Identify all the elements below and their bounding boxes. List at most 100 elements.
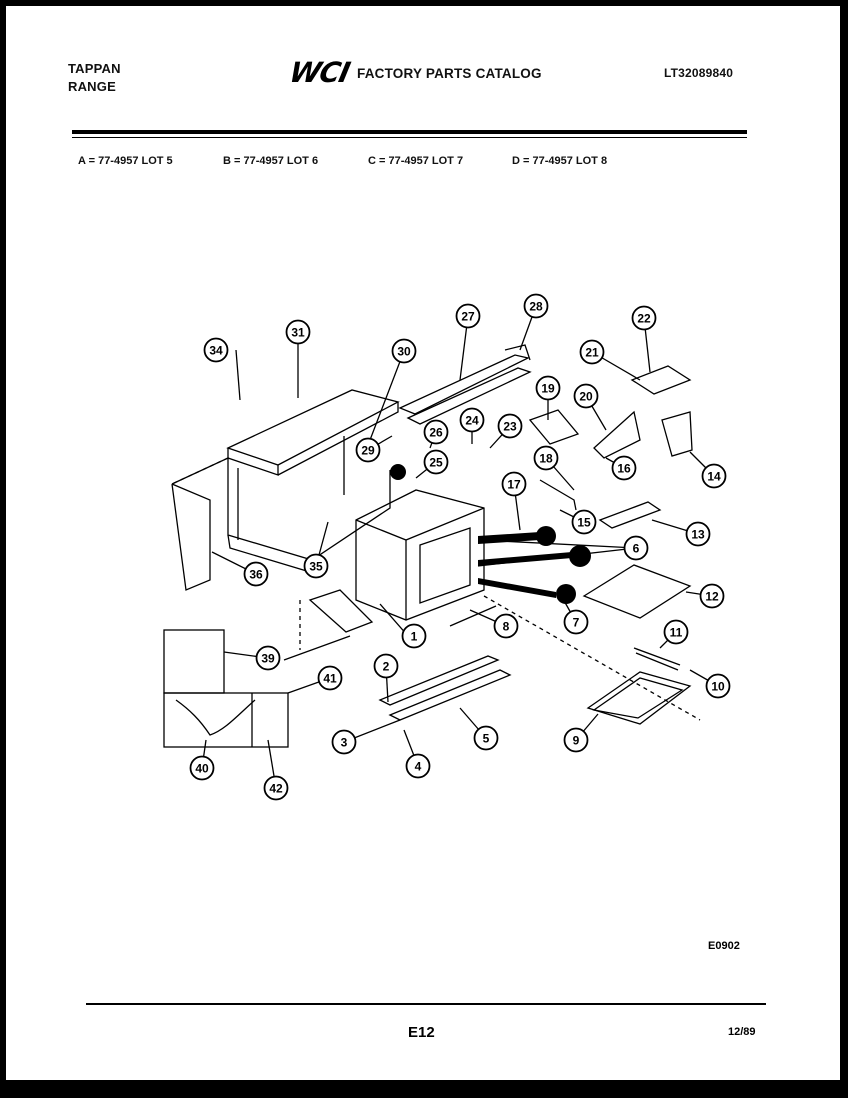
callout-number: 25	[429, 456, 443, 470]
page-number: E12	[408, 1024, 435, 1041]
part-callout-18: 18	[533, 445, 559, 471]
callout-circle	[423, 449, 449, 475]
part-callout-19: 19	[535, 375, 561, 401]
callout-circle	[189, 755, 215, 781]
callout-circle	[705, 673, 731, 699]
callout-circle	[563, 727, 589, 753]
callout-circle	[497, 413, 523, 439]
callout-number: 4	[415, 760, 422, 774]
part-callout-41: 41	[317, 665, 343, 691]
callout-number: 26	[429, 426, 443, 440]
part-callout-2: 2	[373, 653, 399, 679]
footer-rule	[86, 1003, 766, 1005]
part-callout-27: 27	[455, 303, 481, 329]
callout-circle	[473, 725, 499, 751]
part-callout-4: 4	[405, 753, 431, 779]
part-callout-1: 1	[401, 623, 427, 649]
part-callout-26: 26	[423, 419, 449, 445]
callout-number: 14	[707, 470, 721, 484]
part-callout-7: 7	[563, 609, 589, 635]
callout-number: 3	[341, 736, 348, 750]
callout-number: 10	[711, 680, 725, 694]
part-callout-34: 34	[203, 337, 229, 363]
callout-circle	[355, 437, 381, 463]
diagram-solid-parts	[390, 464, 591, 604]
callout-circle	[331, 729, 357, 755]
callout-circle	[493, 613, 519, 639]
callout-number: 27	[461, 310, 475, 324]
lot-b: B = 77-4957 LOT 6	[223, 155, 319, 167]
callout-circle	[663, 619, 689, 645]
callout-number: 1	[411, 630, 418, 644]
part-callout-42: 42	[263, 775, 289, 801]
part-callout-11: 11	[663, 619, 689, 645]
callout-number: 40	[195, 762, 209, 776]
part-callout-30: 30	[391, 338, 417, 364]
callout-circle	[533, 445, 559, 471]
product-type: RANGE	[68, 79, 116, 94]
part-callout-31: 31	[285, 319, 311, 345]
callout-circle	[423, 419, 449, 445]
callout-number: 29	[361, 444, 375, 458]
part-callout-12: 12	[699, 583, 725, 609]
callout-circle	[317, 665, 343, 691]
callout-circle	[623, 535, 649, 561]
callout-circle	[579, 339, 605, 365]
callout-circle	[685, 521, 711, 547]
part-callout-28: 28	[523, 293, 549, 319]
callout-number: 30	[397, 345, 411, 359]
callout-number: 41	[323, 672, 337, 686]
callout-circle	[285, 319, 311, 345]
part-callout-5: 5	[473, 725, 499, 751]
callout-number: 12	[705, 590, 719, 604]
print-date: 12/89	[728, 1026, 756, 1038]
part-callout-24: 24	[459, 407, 485, 433]
callout-number: 31	[291, 326, 305, 340]
header-rule	[72, 130, 747, 134]
callout-group: 1234567891011121314151617181920212223242…	[189, 293, 731, 801]
catalog-title: FACTORY PARTS CATALOG	[357, 66, 542, 81]
part-callout-29: 29	[355, 437, 381, 463]
part-callout-20: 20	[573, 383, 599, 409]
lot-c: C = 77-4957 LOT 7	[368, 155, 464, 167]
part-callout-13: 13	[685, 521, 711, 547]
callout-number: 39	[261, 652, 275, 666]
callout-number: 2	[383, 660, 390, 674]
part-callout-23: 23	[497, 413, 523, 439]
callout-circle	[501, 471, 527, 497]
callout-circle	[535, 375, 561, 401]
part-callout-39: 39	[255, 645, 281, 671]
document-number: LT32089840	[664, 66, 734, 80]
part-callout-35: 35	[303, 553, 329, 579]
lot-d: D = 77-4957 LOT 8	[512, 155, 608, 167]
callout-number: 8	[503, 620, 510, 634]
callout-number: 15	[577, 516, 591, 530]
callout-number: 23	[503, 420, 517, 434]
callout-number: 13	[691, 528, 705, 542]
header-rule-thin	[72, 137, 747, 138]
callout-circle	[243, 561, 269, 587]
callout-circle	[391, 338, 417, 364]
callout-number: 35	[309, 560, 323, 574]
callout-circle	[455, 303, 481, 329]
part-callout-3: 3	[331, 729, 357, 755]
callout-circle	[303, 553, 329, 579]
callout-number: 18	[539, 452, 553, 466]
callout-number: 19	[541, 382, 555, 396]
callout-circle	[631, 305, 657, 331]
part-callout-22: 22	[631, 305, 657, 331]
callout-number: 16	[617, 462, 631, 476]
callout-circle	[255, 645, 281, 671]
part-callout-9: 9	[563, 727, 589, 753]
callout-circle	[699, 583, 725, 609]
callout-number: 6	[633, 542, 640, 556]
brand-name: TAPPAN	[68, 61, 121, 76]
part-callout-6: 6	[623, 535, 649, 561]
callout-circle	[459, 407, 485, 433]
callout-circle	[611, 455, 637, 481]
callout-circle	[203, 337, 229, 363]
callout-number: 22	[637, 312, 651, 326]
part-callout-21: 21	[579, 339, 605, 365]
part-callout-8: 8	[493, 613, 519, 639]
